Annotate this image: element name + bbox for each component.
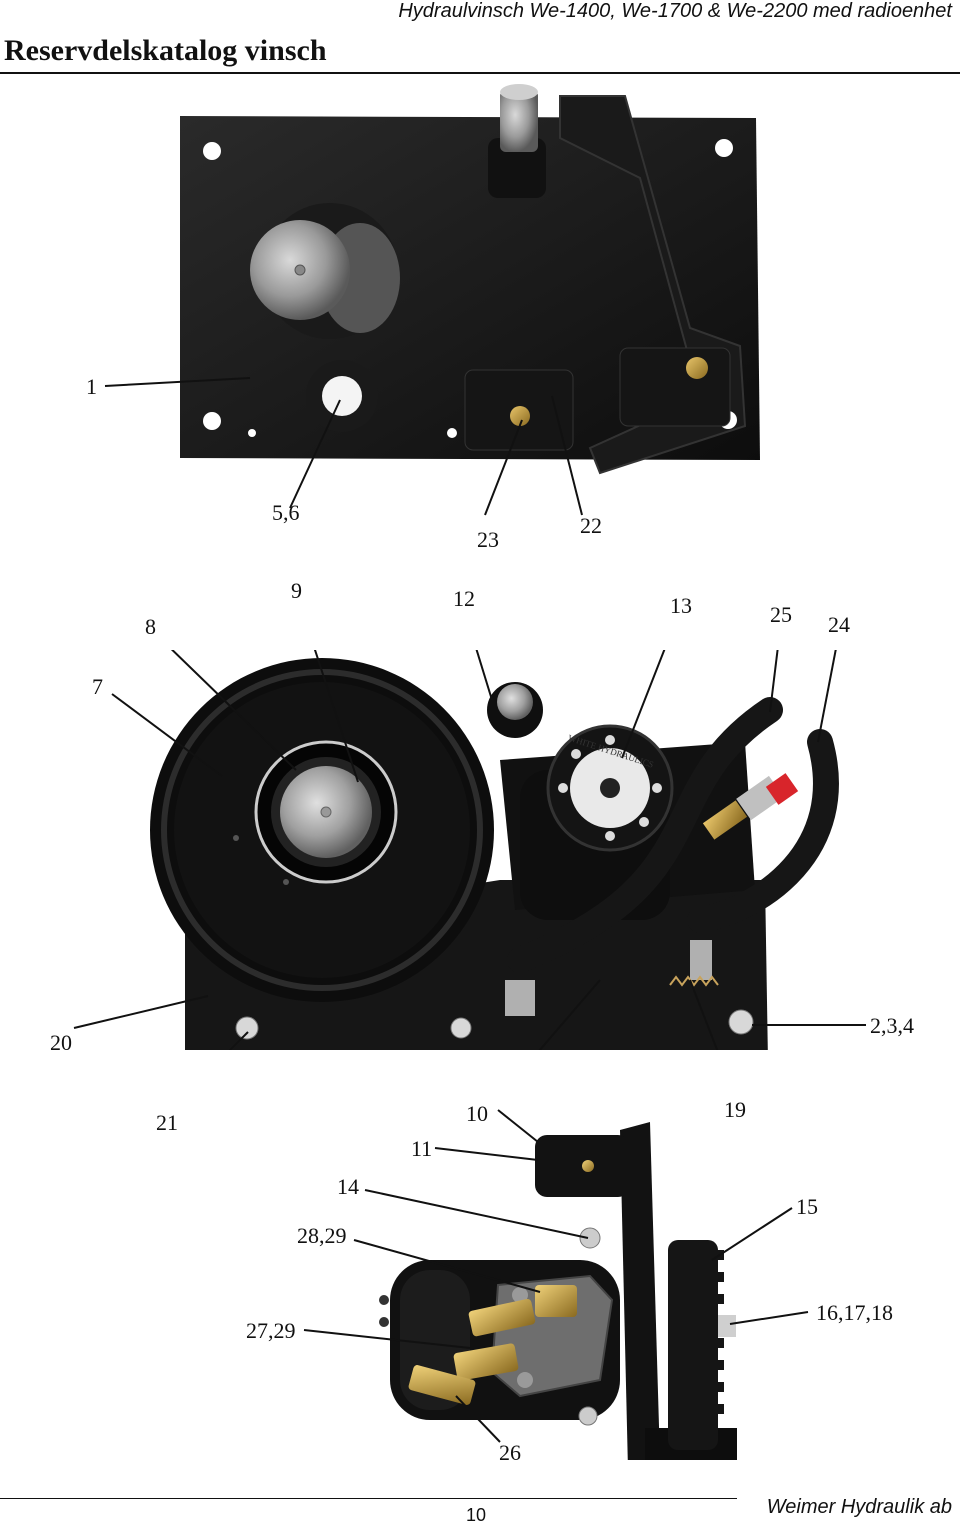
- callout-25: 25: [770, 602, 792, 627]
- callout-19: 19: [724, 1097, 746, 1122]
- callout-24: 24: [828, 612, 850, 637]
- callout-13: 13: [670, 593, 692, 618]
- callout-11: 11: [411, 1136, 433, 1161]
- callout-5-6: 5,6: [272, 500, 300, 525]
- callout-27-29: 27,29: [246, 1318, 296, 1343]
- catalog-title: Reservdelskatalog vinsch: [4, 34, 327, 67]
- callout-1: 1: [86, 374, 97, 399]
- callout-28-29: 28,29: [297, 1223, 347, 1248]
- callout-12: 12: [453, 586, 475, 611]
- callout-20: 20: [50, 1030, 72, 1055]
- callout-15: 15: [796, 1194, 818, 1219]
- callout-9: 9: [291, 578, 302, 603]
- company-name: Weimer Hydraulik ab: [766, 1496, 952, 1518]
- base-plate-photo: [104, 84, 760, 516]
- footer-rule: [0, 1498, 737, 1499]
- motor-gear-photo: [303, 1109, 809, 1460]
- callout-8: 8: [145, 614, 156, 639]
- callout-23: 23: [477, 527, 499, 552]
- callout-21: 21: [156, 1110, 178, 1135]
- header-rule: [0, 72, 960, 74]
- callout-7: 7: [92, 674, 103, 699]
- page-number: 10: [466, 1505, 487, 1525]
- callout-26: 26: [499, 1440, 521, 1465]
- callout-16-17-18: 16,17,18: [816, 1300, 893, 1325]
- callout-14: 14: [337, 1174, 359, 1199]
- callout-22: 22: [580, 513, 602, 538]
- callout-2-3-4: 2,3,4: [870, 1013, 914, 1038]
- callout-10: 10: [466, 1101, 488, 1126]
- winch-assembly-photo: WHITE HYDRAULICS: [73, 650, 866, 1050]
- product-title: Hydraulvinsch We-1400, We-1700 & We-2200…: [398, 0, 952, 22]
